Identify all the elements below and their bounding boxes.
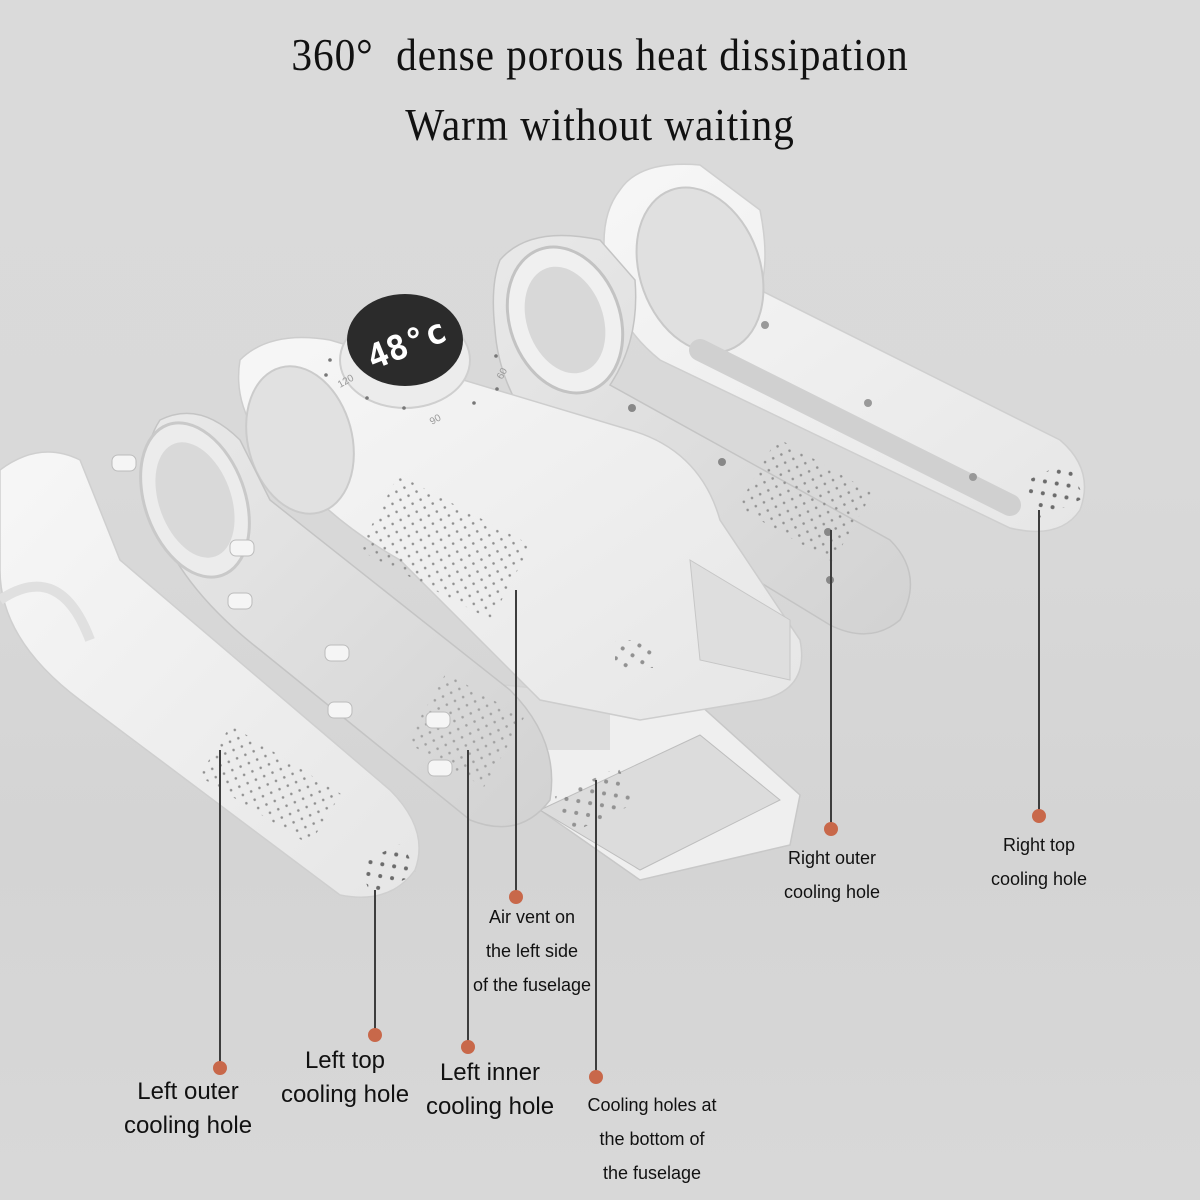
callout-dot-left-inner (461, 1040, 475, 1054)
callout-label-line: cooling hole (990, 869, 1088, 889)
temperature-dial: 48°c 120 90 60 (324, 294, 510, 428)
callout-label-right-top: Right top cooling hole (991, 828, 1087, 896)
callout-label-line: the bottom of (599, 1129, 705, 1149)
callout-label-line: cooling hole (783, 882, 881, 902)
callout-dot-left-outer (213, 1061, 227, 1075)
right-top-shell (603, 163, 1086, 533)
callout-label-line: Cooling holes at (587, 1095, 717, 1115)
leader-line-left-inner (467, 750, 469, 1047)
callout-label-line: Left top (304, 1047, 386, 1074)
callout-dot-right-outer (824, 822, 838, 836)
callout-label-line: cooling hole (123, 1112, 253, 1139)
headline-line-1: 360° dense porous heat dissipation (291, 29, 909, 80)
callout-dot-bottom-fuselage (589, 1070, 603, 1084)
callout-label-bottom-fuselage: Cooling holes at the bottom of the fuselag… (587, 1088, 716, 1190)
callout-label-line: cooling hole (425, 1093, 555, 1120)
leader-line-right-top (1038, 510, 1040, 816)
callout-label-line: Air vent on (488, 907, 576, 927)
leader-line-bottom-fuselage (595, 780, 597, 1077)
headline-line-2: Warm without waiting (405, 99, 795, 150)
leader-line-left-outer (219, 750, 221, 1068)
callout-label-line: the fuselage (602, 1163, 702, 1183)
callout-label-left-top: Left top cooling hole (281, 1044, 409, 1112)
callout-label-left-outer: Left outer cooling hole (124, 1075, 252, 1143)
callout-label-line: Left inner (439, 1059, 541, 1086)
main-body (237, 336, 803, 721)
left-inner-shell (111, 412, 553, 828)
callout-label-right-outer: Right outer cooling hole (784, 841, 880, 909)
callout-label-line: Right top (1002, 835, 1076, 855)
callout-label-air-vent-left: Air vent on the left side of the fuselage (473, 900, 591, 1002)
leader-line-left-top (374, 890, 376, 1035)
callout-label-line: Right outer (787, 848, 877, 868)
callout-label-line: Left outer (137, 1078, 239, 1105)
right-outer-shell (492, 234, 912, 635)
callout-label-line: of the fuselage (472, 975, 592, 995)
callout-label-left-inner: Left inner cooling hole (426, 1056, 554, 1124)
callout-label-line: the left side (485, 941, 579, 961)
left-outer-shell (0, 451, 420, 898)
callout-dot-left-top (368, 1028, 382, 1042)
callout-dot-right-top (1032, 809, 1046, 823)
leader-line-air-vent-left (515, 590, 517, 897)
callout-dot-air-vent-left (509, 890, 523, 904)
svg-text:60: 60 (495, 366, 510, 382)
callout-label-line: cooling hole (280, 1081, 410, 1108)
svg-text:90: 90 (428, 412, 444, 427)
leader-line-right-outer (830, 530, 832, 829)
